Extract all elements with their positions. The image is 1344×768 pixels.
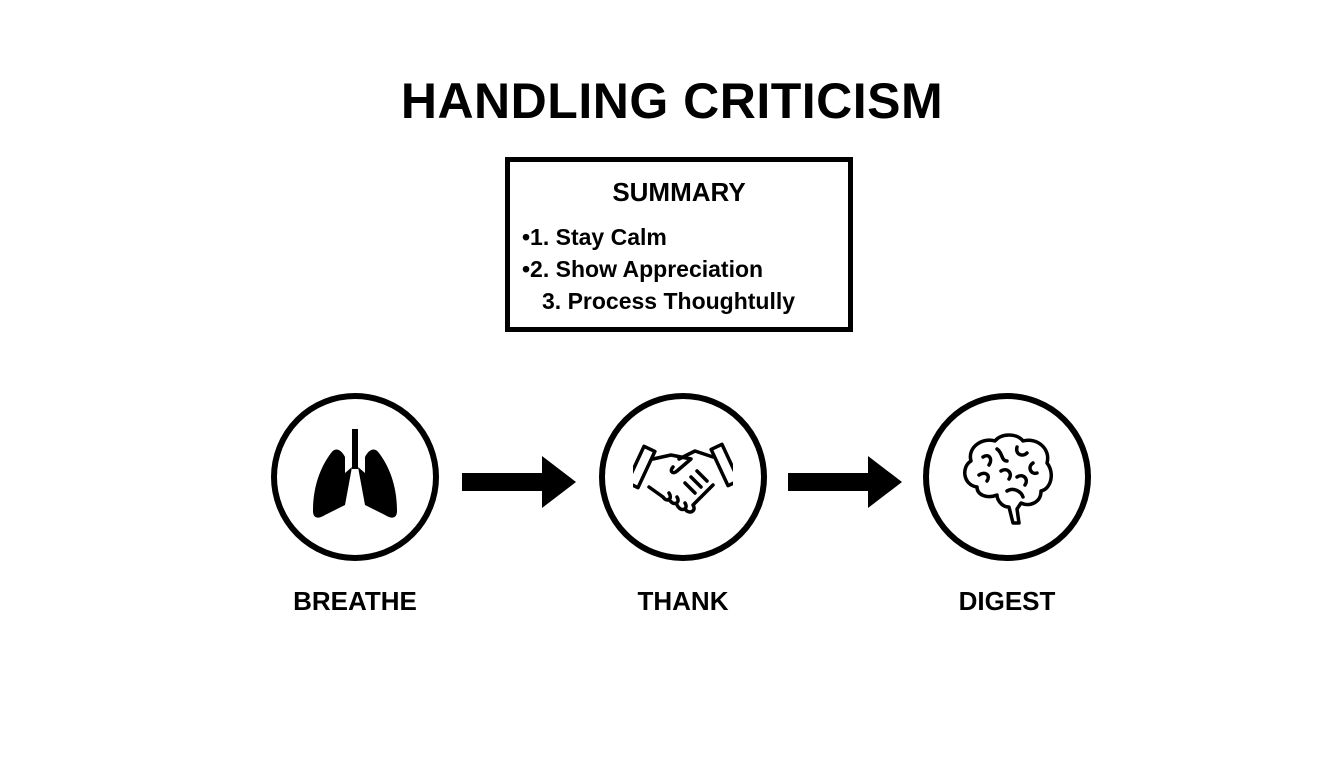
brain-icon [963,433,1053,525]
summary-box: SUMMARY •1. Stay Calm •2. Show Appreciat… [505,157,853,332]
summary-item: •1. Stay Calm [522,224,667,250]
step-label-thank: THANK [637,586,729,616]
step-label-breathe: BREATHE [293,586,417,616]
lungs-icon [313,429,397,518]
step-circle-digest [923,393,1091,561]
summary-heading: SUMMARY [612,177,746,207]
step-label-digest: DIGEST [958,586,1056,616]
summary-item: •2. Show Appreciation [522,256,764,282]
step-circle-thank [599,393,767,561]
step-circle-breathe [271,393,439,561]
handshake-icon [633,442,733,514]
arrow-right-icon [788,456,902,508]
arrow-right-icon [462,456,576,508]
summary-item: 3. Process Thoughtully [542,288,796,314]
page-title: HANDLING CRITICISM [400,73,944,129]
